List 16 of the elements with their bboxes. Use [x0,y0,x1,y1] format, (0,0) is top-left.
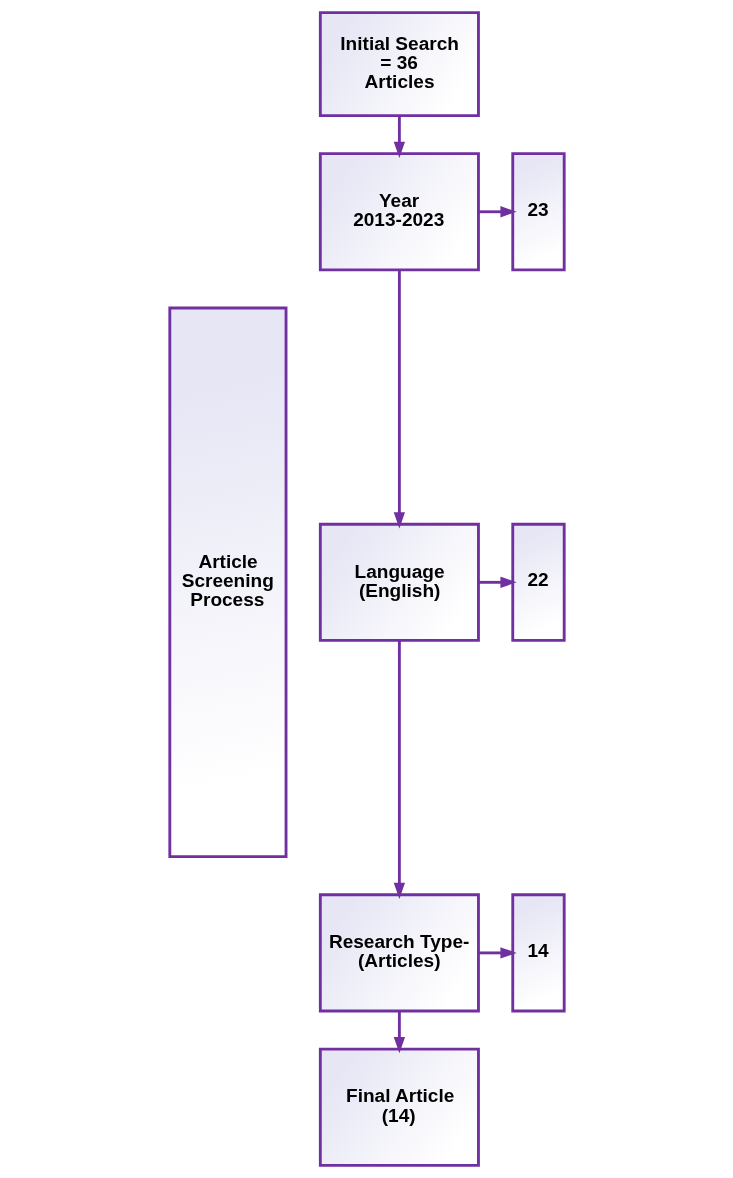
node-box: Language (English) [318,522,480,642]
arrow [393,1011,405,1054]
arrow [478,206,517,218]
arrow [478,947,517,959]
node-box: Initial Search = 36 Articles [318,11,480,117]
arrow [478,576,517,588]
arrow [393,115,405,158]
node-box: Final Article (14) [318,1047,480,1167]
node-box: 14 [510,893,566,1013]
node-box: 23 [510,152,566,272]
arrow [393,640,405,899]
arrow [393,269,405,529]
node-box: Article Screening Process [167,306,287,859]
node-box: 22 [510,522,566,642]
node-box: Year 2013-2023 [318,152,480,272]
node-box: Research Type- (Articles) [318,893,480,1013]
